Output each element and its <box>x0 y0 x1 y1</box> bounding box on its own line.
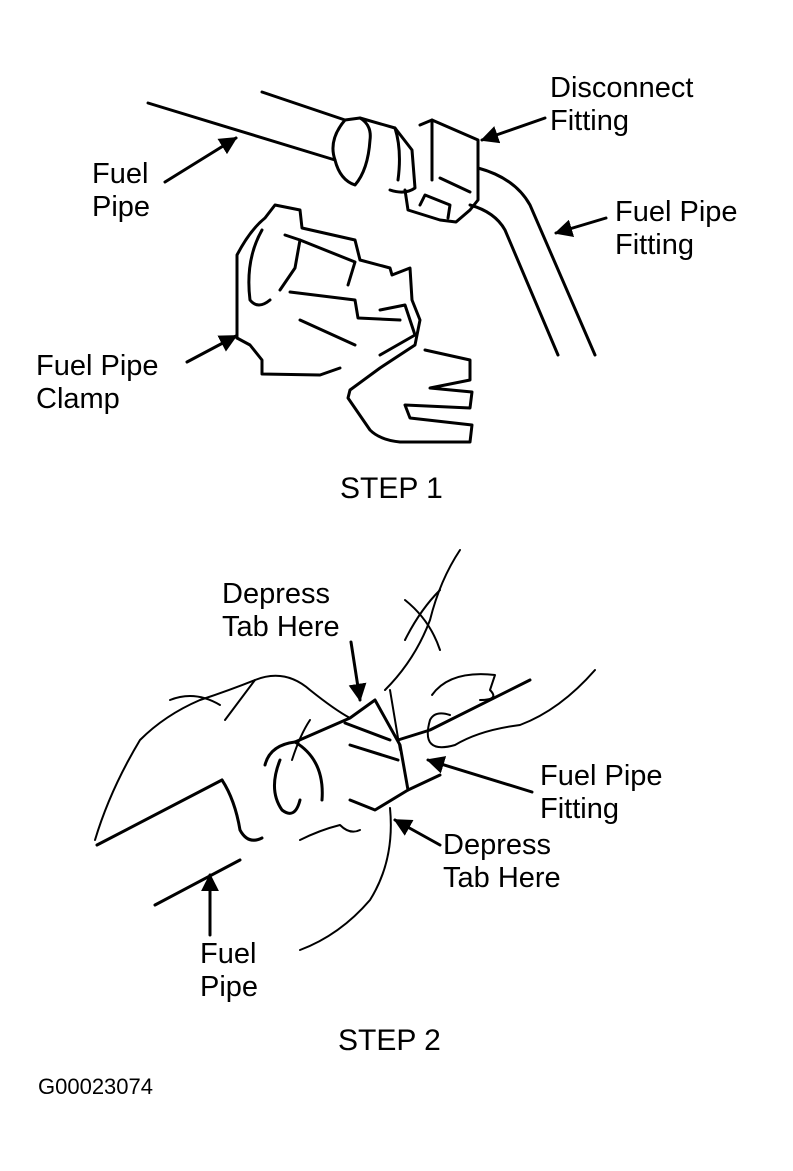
label-line: Fitting <box>615 229 694 261</box>
figure-id: G00023074 <box>38 1074 153 1099</box>
label-line: Depress <box>443 829 551 861</box>
step1-title: STEP 1 <box>340 472 443 505</box>
label-line: Depress <box>222 578 330 610</box>
label-line: Clamp <box>36 383 120 415</box>
fuel-pipe-clamp <box>235 203 474 444</box>
label-line: Fitting <box>540 793 619 825</box>
fuel-pipe-step2 <box>95 778 242 907</box>
step2-title: STEP 2 <box>338 1024 441 1057</box>
label-line: Tab Here <box>222 611 340 643</box>
arrow-fuel-pipe-step1 <box>163 136 238 184</box>
label-line: Fitting <box>550 105 629 137</box>
label-fuel-pipe-fitting-step2: Fuel Pipe Fitting <box>540 760 663 826</box>
label-line: Pipe <box>200 971 259 1003</box>
arrow-depress-tab-bottom <box>393 818 442 847</box>
arrow-depress-tab-top <box>348 640 367 702</box>
quick-connect-fitting <box>220 678 532 842</box>
label-fuel-pipe-clamp: Fuel Pipe Clamp <box>36 350 159 416</box>
fuel-pipe-step1 <box>146 90 347 162</box>
label-line: Fuel Pipe <box>615 196 738 228</box>
label-line: Fuel Pipe <box>36 350 159 382</box>
label-line: Fuel Pipe <box>540 760 663 792</box>
arrow-fuel-pipe-fitting-step1 <box>554 216 608 237</box>
fuel-pipe-fitting-step1 <box>468 166 597 357</box>
label-line: Pipe <box>92 191 151 223</box>
label-disconnect-fitting: Disconnect Fitting <box>550 72 693 138</box>
hands-outline <box>94 549 596 951</box>
arrow-disconnect-fitting <box>480 116 547 144</box>
label-line: Tab Here <box>443 862 561 894</box>
disconnect-fitting <box>331 116 480 224</box>
label-line: Disconnect <box>550 72 694 104</box>
label-fuel-pipe-step1: Fuel Pipe <box>92 158 150 224</box>
label-depress-tab-top: Depress Tab Here <box>222 578 340 644</box>
label-line: Fuel <box>92 158 149 190</box>
label-fuel-pipe-fitting-step1: Fuel Pipe Fitting <box>615 196 738 262</box>
label-line: Fuel <box>200 938 257 970</box>
arrow-fuel-pipe-fitting-step2 <box>426 756 534 794</box>
label-depress-tab-bottom: Depress Tab Here <box>443 829 561 895</box>
label-fuel-pipe-step2: Fuel Pipe <box>200 938 258 1004</box>
arrow-fuel-pipe-clamp <box>185 334 238 364</box>
